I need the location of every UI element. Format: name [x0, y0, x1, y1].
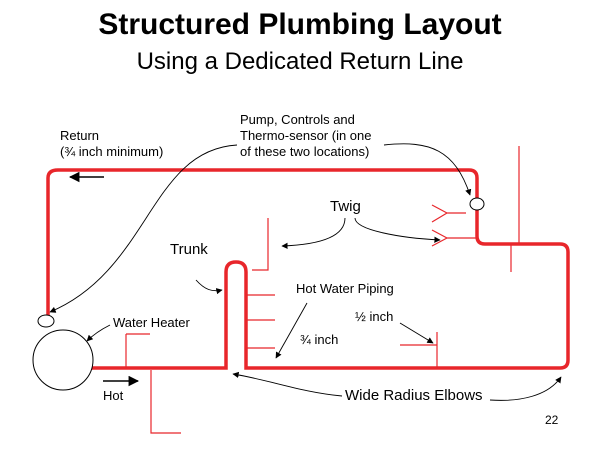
pump-label-line1: Pump, Controls and: [240, 112, 355, 127]
callout-arrows: [49, 143, 562, 401]
water-heater-tank: [32, 329, 94, 391]
twig-label: Twig: [330, 198, 361, 215]
page-number: 22: [545, 413, 559, 427]
half-inch-label: ½ inch: [355, 309, 394, 324]
slide-title: Structured Plumbing Layout: [98, 8, 502, 41]
wide-radius-elbows-label: Wide Radius Elbows: [345, 387, 483, 404]
pump-label: Pump, Controls and Thermo-sensor (in one…: [240, 112, 372, 160]
main-pipe-loop: [46, 168, 570, 370]
water-heater-label: Water Heater: [113, 315, 190, 330]
pump-location-left: [37, 314, 55, 328]
twig-branches: [125, 146, 520, 434]
return-label: Return (¾ inch minimum): [60, 128, 163, 160]
return-label-line2: (¾ inch minimum): [60, 144, 164, 159]
trunk-label: Trunk: [170, 241, 208, 258]
return-label-line1: Return: [60, 128, 100, 143]
three-quarter-inch-label: ¾ inch: [300, 332, 339, 347]
pump-label-line2: Thermo-sensor (in one: [240, 128, 372, 143]
hot-label: Hot: [103, 388, 124, 403]
pump-label-line3: of these two locations): [240, 144, 370, 159]
slide-subtitle: Using a Dedicated Return Line: [136, 48, 464, 75]
pump-location-right: [469, 197, 485, 211]
hot-water-piping-label: Hot Water Piping: [296, 281, 394, 296]
